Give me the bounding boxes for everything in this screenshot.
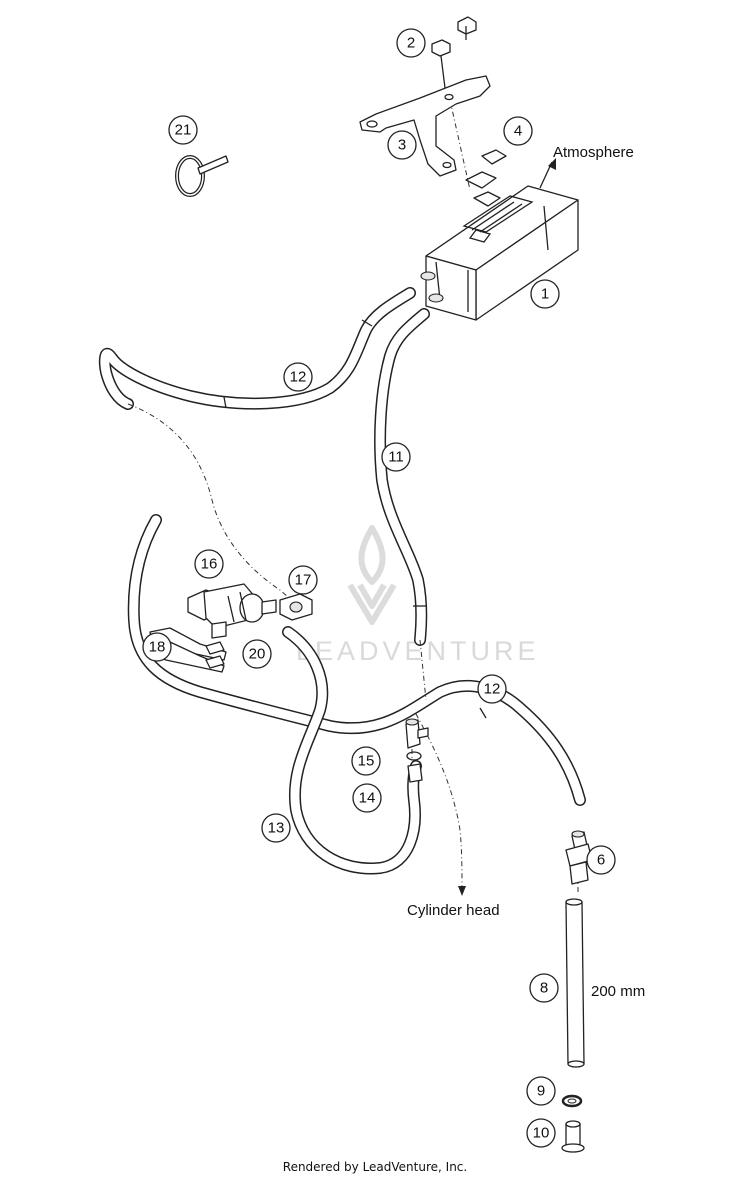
callout-12a: 12 <box>283 362 313 392</box>
callout-20: 20 <box>242 639 272 669</box>
callout-16-text: 16 <box>201 556 218 573</box>
t-fitting-icon <box>405 718 429 749</box>
fitting-icon <box>279 593 313 621</box>
cylinder-head-label: Cylinder head <box>407 902 500 919</box>
connector-icon <box>205 641 225 669</box>
hose-clamp-icon <box>406 751 423 783</box>
callout-1: 1 <box>530 279 560 309</box>
drain-tube-icon <box>565 898 585 1068</box>
atmosphere-arrow-icon <box>548 158 556 170</box>
callout-21: 21 <box>168 115 198 145</box>
callout-6-text: 6 <box>597 852 605 869</box>
charcoal-canister-icon <box>420 185 579 321</box>
callout-4-text: 4 <box>514 123 522 140</box>
callout-12b: 12 <box>477 674 507 704</box>
callout-8: 8 <box>529 973 559 1003</box>
callout-10: 10 <box>526 1118 556 1148</box>
callout-2: 2 <box>396 28 426 58</box>
callout-9: 9 <box>526 1076 556 1106</box>
callout-16: 16 <box>194 549 224 579</box>
clip-icon <box>465 149 507 207</box>
cable-tie-icon <box>175 155 229 197</box>
plug-icon <box>561 1120 585 1153</box>
callout-17-text: 17 <box>295 572 312 589</box>
callout-12a-text: 12 <box>290 369 307 386</box>
callout-20-text: 20 <box>249 646 266 663</box>
callout-12b-text: 12 <box>484 681 501 698</box>
check-valve-icon <box>565 830 593 885</box>
cylinder-head-arrow-icon <box>458 886 466 896</box>
bolt-icon <box>431 16 477 97</box>
hose-11 <box>374 308 430 646</box>
callout-15-text: 15 <box>358 753 375 770</box>
callout-4: 4 <box>503 116 533 146</box>
atmosphere-label: Atmosphere <box>553 144 634 161</box>
watermark-logo <box>347 525 397 625</box>
callout-2-text: 2 <box>407 35 415 52</box>
callout-11-text: 11 <box>388 449 404 466</box>
callout-10-text: 10 <box>533 1125 550 1142</box>
callout-13-text: 13 <box>268 820 285 837</box>
callout-21-text: 21 <box>175 122 192 139</box>
callout-6: 6 <box>586 845 616 875</box>
hose-13 <box>127 514 586 875</box>
callout-1-text: 1 <box>541 286 549 303</box>
callout-15: 15 <box>351 746 381 776</box>
callout-11: 11 <box>381 442 411 472</box>
callout-8-text: 8 <box>540 980 548 997</box>
callout-13: 13 <box>261 813 291 843</box>
callout-17: 17 <box>288 565 318 595</box>
callout-18: 18 <box>142 632 172 662</box>
solenoid-valve-icon <box>187 583 277 639</box>
hose-12-upper <box>98 287 416 410</box>
callout-18-text: 18 <box>149 639 166 656</box>
callout-3-text: 3 <box>398 137 406 154</box>
footer-credit: Rendered by LeadVenture, Inc. <box>282 1160 468 1174</box>
callout-3: 3 <box>387 130 417 160</box>
clamp-ring-icon <box>561 1094 583 1108</box>
callout-9-text: 9 <box>537 1083 545 1100</box>
callout-14-text: 14 <box>359 790 376 807</box>
bracket-icon <box>359 75 491 177</box>
length-label: 200 mm <box>591 983 645 1000</box>
callout-14: 14 <box>352 783 382 813</box>
